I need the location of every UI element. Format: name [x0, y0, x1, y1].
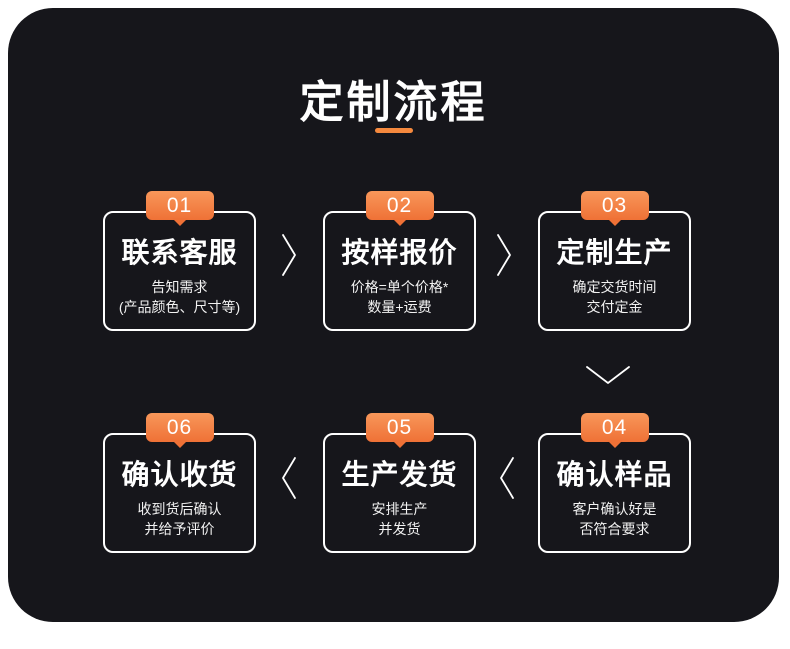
step-desc-line: 并发货: [378, 520, 421, 537]
step-box: 确认样品 客户确认好是 否符合要求: [538, 433, 691, 553]
arrow-right-icon: [279, 231, 299, 279]
step-desc-line: 告知需求: [151, 279, 208, 295]
page-title: 定制流程: [299, 78, 488, 127]
step-number-badge: 03: [580, 191, 649, 226]
step-number-badge: 01: [145, 191, 214, 226]
step-number: 03: [601, 194, 628, 217]
step-title: 确认样品: [556, 459, 673, 490]
arrow-left-icon: [497, 454, 517, 502]
arrow-down-icon: [583, 363, 633, 387]
step-description: 告知需求 (产品颜色、尺寸等): [105, 278, 254, 318]
step-title: 确认收货: [121, 459, 238, 490]
step-box: 生产发货 安排生产 并发货: [323, 433, 476, 553]
step-number: 05: [386, 416, 413, 439]
step-desc-line: 交付定金: [586, 298, 643, 315]
step-description: 客户确认好是 否符合要求: [540, 500, 689, 540]
step-desc-line: 客户确认好是: [572, 501, 657, 517]
step-title: 定制生产: [556, 237, 673, 268]
step-desc-line: 否符合要求: [579, 520, 650, 537]
dark-panel: 定制流程 01 联系客服 告知需求 (产品颜色、尺寸等) 02: [8, 8, 779, 622]
badge-pointer: [171, 218, 188, 226]
step-description: 确定交货时间 交付定金: [540, 278, 689, 318]
step-card-03: 03 定制生产 确定交货时间 交付定金: [538, 191, 691, 331]
step-desc-line: 确定交货时间: [572, 279, 657, 295]
step-number: 06: [166, 416, 193, 439]
badge-pointer: [606, 218, 623, 226]
step-card-04: 04 确认样品 客户确认好是 否符合要求: [538, 413, 691, 553]
step-desc-line: 数量+运费: [367, 298, 432, 315]
step-desc-line: 价格=单个价格*: [350, 279, 449, 295]
step-box: 确认收货 收到货后确认 并给予评价: [103, 433, 256, 553]
step-title: 生产发货: [341, 459, 458, 490]
badge-pointer: [391, 218, 408, 226]
step-title: 按样报价: [341, 237, 458, 268]
step-description: 安排生产 并发货: [325, 500, 474, 540]
title-underline: [374, 128, 413, 133]
step-desc-line: 安排生产: [371, 501, 428, 517]
step-desc-line: 并给予评价: [144, 520, 215, 537]
step-card-06: 06 确认收货 收到货后确认 并给予评价: [103, 413, 256, 553]
step-description: 价格=单个价格* 数量+运费: [325, 278, 474, 318]
step-box: 定制生产 确定交货时间 交付定金: [538, 211, 691, 331]
arrow-left-icon: [279, 454, 299, 502]
arrow-right-icon: [494, 231, 514, 279]
badge-pointer: [171, 440, 188, 448]
step-number: 04: [601, 416, 628, 439]
step-number-badge: 02: [365, 191, 434, 226]
step-box: 按样报价 价格=单个价格* 数量+运费: [323, 211, 476, 331]
step-title: 联系客服: [121, 237, 238, 268]
step-card-01: 01 联系客服 告知需求 (产品颜色、尺寸等): [103, 191, 256, 331]
step-box: 联系客服 告知需求 (产品颜色、尺寸等): [103, 211, 256, 331]
step-number: 01: [166, 194, 193, 217]
step-number-badge: 04: [580, 413, 649, 448]
step-number: 02: [386, 194, 413, 217]
badge-pointer: [606, 440, 623, 448]
badge-pointer: [391, 440, 408, 448]
step-card-05: 05 生产发货 安排生产 并发货: [323, 413, 476, 553]
step-desc-line: 收到货后确认: [137, 501, 222, 517]
step-number-badge: 05: [365, 413, 434, 448]
step-description: 收到货后确认 并给予评价: [105, 500, 254, 540]
step-number-badge: 06: [145, 413, 214, 448]
step-card-02: 02 按样报价 价格=单个价格* 数量+运费: [323, 191, 476, 331]
step-desc-line: (产品颜色、尺寸等): [118, 298, 241, 315]
